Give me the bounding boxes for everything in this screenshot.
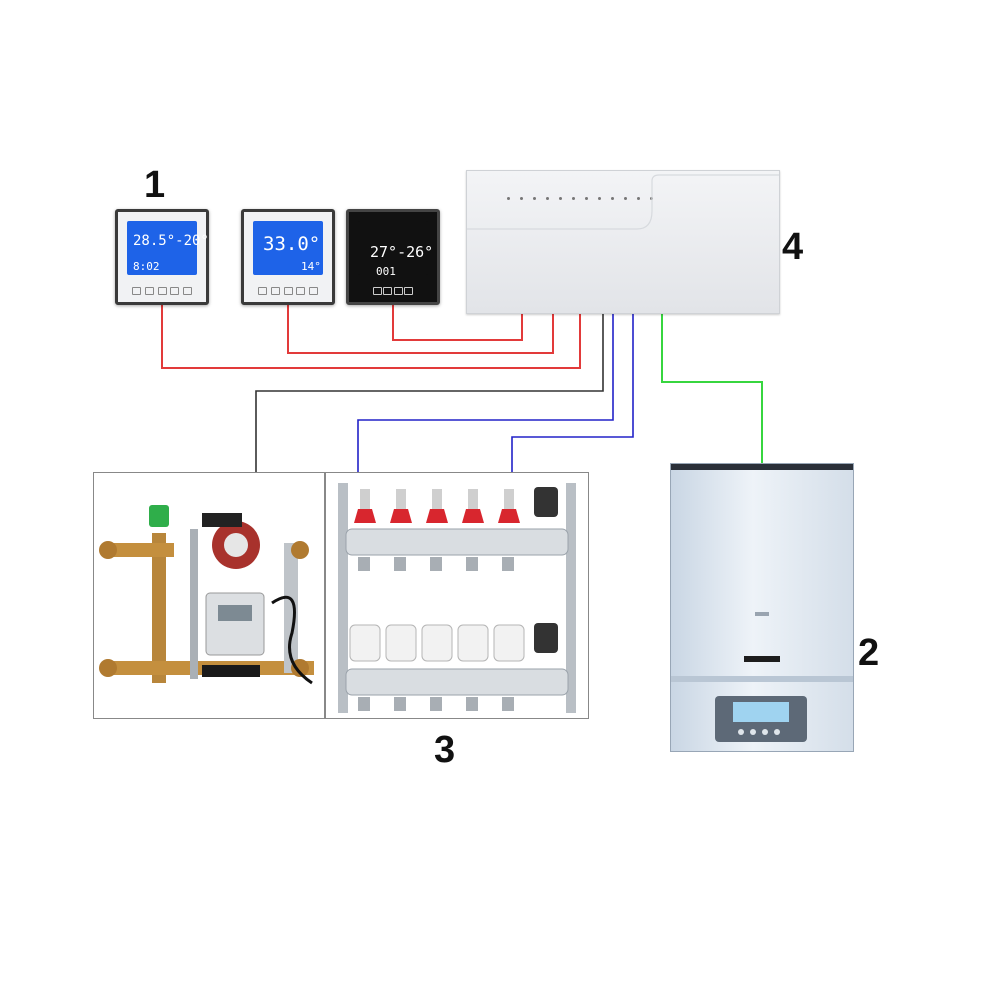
- thermostat-2-wire: [287, 303, 554, 354]
- mixing-group-illustration: [99, 505, 314, 685]
- label-manifold: 3: [434, 729, 456, 771]
- thermostat-3-wire: [392, 303, 523, 341]
- thermostat-2-setpoint: 14°: [301, 260, 321, 273]
- thermostat-1-wire: [161, 303, 581, 369]
- boiler-wire: [661, 313, 763, 465]
- thermostat-2-temperature: 33.0°: [263, 233, 321, 255]
- gas-boiler: [670, 463, 854, 752]
- label-thermostats: 1: [144, 164, 166, 206]
- room-thermostat-2[interactable]: 33.0° 14°: [241, 209, 335, 305]
- room-thermostat-3[interactable]: 27°-26° 001: [346, 209, 440, 305]
- thermostat-1-buttons[interactable]: [132, 287, 192, 295]
- underfloor-manifold: [325, 472, 589, 719]
- thermostat-3-temperature: 27°-26°: [370, 243, 434, 261]
- thermostat-1-time: 8:02: [133, 260, 160, 273]
- thermostat-3-buttons[interactable]: [373, 287, 413, 295]
- thermostat-3-display: 27°-26° 001: [358, 221, 433, 278]
- thermostat-2-display: 33.0° 14°: [253, 221, 323, 275]
- manifold-illustration: [338, 483, 576, 713]
- pump-wire: [255, 313, 604, 495]
- label-boiler: 2: [858, 632, 880, 674]
- thermostat-2-buttons[interactable]: [258, 287, 318, 295]
- thermostat-3-program: 001: [376, 265, 396, 278]
- thermostat-1-temperature: 28.5°-20°: [133, 233, 209, 249]
- thermostat-1-display: 28.5°-20° 8:02: [127, 221, 209, 275]
- boiler-illustration: [671, 464, 853, 742]
- mixing-pump-group: [93, 472, 325, 719]
- room-thermostat-1[interactable]: 28.5°-20° 8:02: [115, 209, 209, 305]
- label-controller: 4: [782, 226, 804, 268]
- wiring-center-controller: [466, 170, 780, 314]
- controller-cover-seam: [467, 174, 779, 230]
